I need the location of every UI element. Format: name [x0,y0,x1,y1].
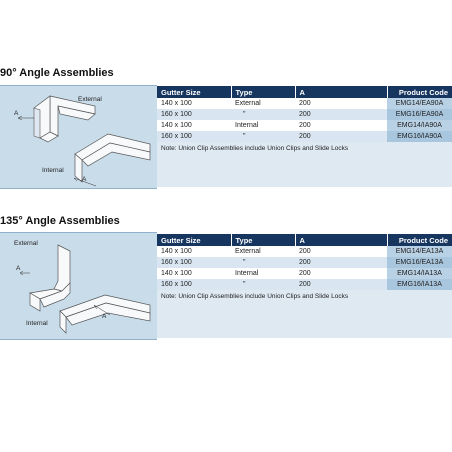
illustration-90: External Internal A A [0,85,157,189]
col-header-product-code: Product Code [387,86,452,98]
table-header-row: Gutter Size Type A Product Code [157,234,452,246]
table-row: 140 x 100 External 200 EMG14/EA90A [157,98,452,109]
table-header-row: Gutter Size Type A Product Code [157,86,452,98]
cell-gutter-size: 160 x 100 [157,109,231,120]
label-internal: Internal [26,320,48,327]
cell-gutter-size: 160 x 100 [157,257,231,268]
cell-type: " [231,131,295,142]
table-note: Note: Union Clip Assemblies include Unio… [157,290,452,302]
cell-product-code: EMG14/EA13A [387,246,452,257]
cell-product-code: EMG16/EA13A [387,257,452,268]
col-header-a: A [295,234,388,246]
note-row: Note: Union Clip Assemblies include Unio… [157,142,452,154]
cell-type: External [231,98,295,109]
cell-a: 200 [295,109,387,120]
label-external: External [78,96,102,103]
label-dim-a-external: A [14,110,19,117]
cell-gutter-size: 140 x 100 [157,98,231,109]
table-row: 160 x 100 " 200 EMG16/EA13A [157,257,452,268]
gutter-drawing-90 [17,95,151,187]
table-row: 160 x 100 " 200 EMG16/EA90A [157,109,452,120]
cell-type: External [231,246,295,257]
cell-product-code: EMG16/EA90A [387,109,452,120]
table-row: 140 x 100 External 200 EMG14/EA13A [157,246,452,257]
cell-product-code: EMG16/IA90A [387,131,452,142]
col-header-type: Type [231,86,296,98]
illustration-135: External Internal A A [0,232,157,340]
cell-a: 200 [295,120,387,131]
cell-product-code: EMG14/EA90A [387,98,452,109]
label-external: External [14,240,38,247]
cell-type: " [231,109,295,120]
cell-product-code: EMG14/IA13A [387,268,452,279]
cell-product-code: EMG14/IA90A [387,120,452,131]
table-note: Note: Union Clip Assemblies include Unio… [157,142,452,154]
label-dim-a-external: A [16,265,21,272]
table-135: Gutter Size Type A Product Code 140 x 10… [157,234,452,338]
cell-product-code: EMG16/IA13A [387,279,452,290]
filler-row [157,302,452,338]
cell-gutter-size: 160 x 100 [157,131,231,142]
note-row: Note: Union Clip Assemblies include Unio… [157,290,452,302]
cell-a: 200 [295,279,387,290]
table-row: 140 x 100 Internal 200 EMG14/IA13A [157,268,452,279]
cell-a: 200 [295,246,387,257]
col-header-gutter-size: Gutter Size [157,86,232,98]
cell-gutter-size: 160 x 100 [157,279,231,290]
col-header-type: Type [231,234,296,246]
cell-type: " [231,279,295,290]
table-row: 160 x 100 " 200 EMG16/IA90A [157,131,452,142]
cell-a: 200 [295,98,387,109]
label-internal: Internal [42,167,64,174]
cell-type: Internal [231,268,295,279]
cell-type: " [231,257,295,268]
section-title-135: 135° Angle Assemblies [0,215,120,227]
label-dim-a-internal: A [82,176,87,183]
col-header-product-code: Product Code [387,234,452,246]
label-dim-a-internal: A [102,313,107,320]
cell-gutter-size: 140 x 100 [157,246,231,257]
table-90: Gutter Size Type A Product Code 140 x 10… [157,86,452,187]
table-row: 160 x 100 " 200 EMG16/IA13A [157,279,452,290]
col-header-gutter-size: Gutter Size [157,234,232,246]
table-row: 140 x 100 Internal 200 EMG14/IA90A [157,120,452,131]
cell-a: 200 [295,268,387,279]
cell-a: 200 [295,131,387,142]
filler-row [157,154,452,187]
cell-a: 200 [295,257,387,268]
gutter-drawing-135 [19,244,151,334]
section-title-90: 90° Angle Assemblies [0,67,114,79]
cell-type: Internal [231,120,295,131]
col-header-a: A [295,86,388,98]
cell-gutter-size: 140 x 100 [157,268,231,279]
cell-gutter-size: 140 x 100 [157,120,231,131]
